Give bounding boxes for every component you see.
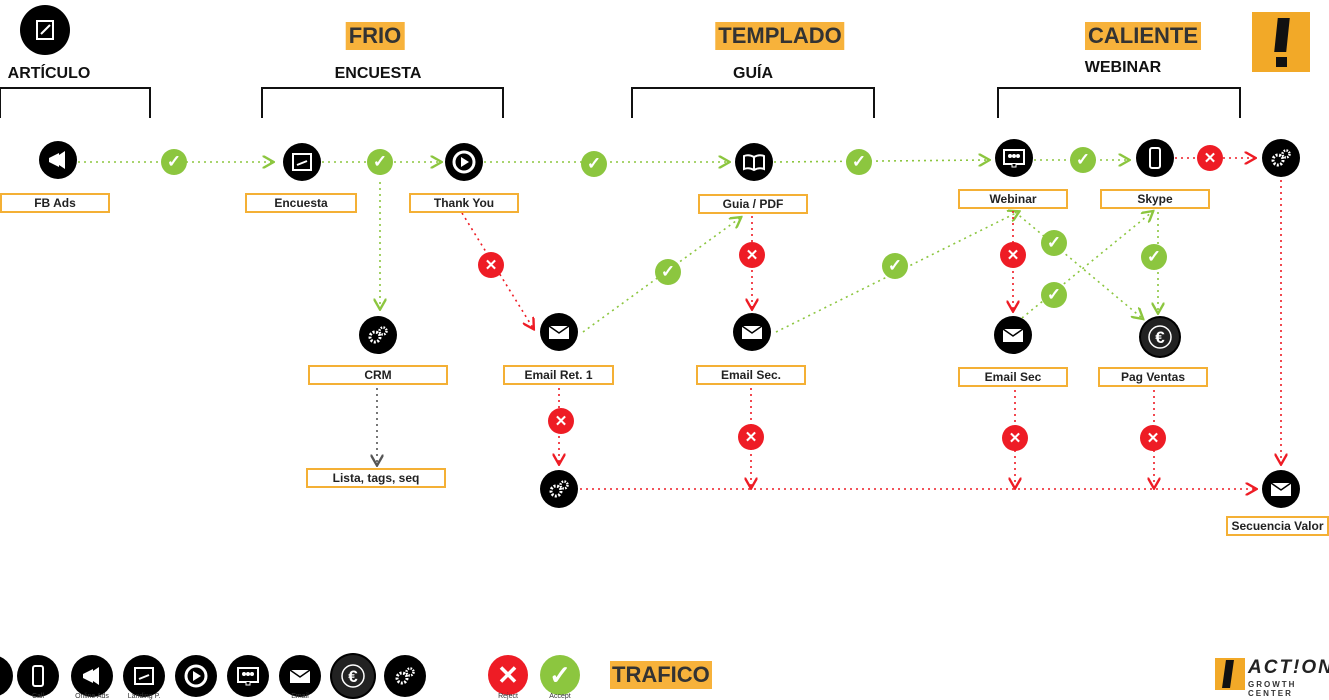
node-label[interactable]: Skype	[1100, 189, 1210, 209]
legend-label: Online Ads	[75, 693, 109, 700]
node-label[interactable]: FB Ads	[0, 193, 110, 213]
connector-arrow	[773, 160, 988, 162]
reject-icon: ✕	[1197, 145, 1223, 171]
node-label[interactable]: Email Sec	[958, 367, 1068, 387]
euro-icon[interactable]: €	[1141, 318, 1179, 356]
reject-icon: ✕	[1002, 425, 1028, 451]
gears-icon[interactable]	[1262, 139, 1300, 177]
footer-logo-subtext: GROWTH CENTER	[1248, 680, 1297, 698]
legend-traffic: TRAFICO	[610, 661, 712, 689]
legend-euro-icon: €	[332, 655, 374, 697]
legend-accept-icon: ✓	[540, 655, 580, 695]
footer-logo-mark	[1215, 658, 1245, 690]
stage-caliente: CALIENTE	[1085, 22, 1201, 50]
section-bracket	[0, 87, 151, 118]
node-label[interactable]: Thank You	[409, 193, 519, 213]
book-icon[interactable]	[735, 143, 773, 181]
legend-accept-label: Accept	[549, 693, 571, 700]
node-label[interactable]: Pag Ventas	[1098, 367, 1208, 387]
gears-icon[interactable]	[359, 316, 397, 354]
email-icon[interactable]	[733, 313, 771, 351]
accept-icon: ✓	[367, 149, 393, 175]
accept-icon: ✓	[655, 259, 681, 285]
accept-icon: ✓	[1041, 230, 1067, 256]
accept-icon: ✓	[1070, 147, 1096, 173]
accept-icon: ✓	[161, 149, 187, 175]
reject-icon: ✕	[478, 252, 504, 278]
article-icon	[20, 5, 70, 55]
accept-icon: ✓	[846, 149, 872, 175]
node-label[interactable]: CRM	[308, 365, 448, 385]
gears-icon[interactable]	[540, 470, 578, 508]
node-label[interactable]: Email Sec.	[696, 365, 806, 385]
legend-reject-label: Reject	[498, 693, 518, 700]
reject-icon: ✕	[1140, 425, 1166, 451]
legend-reject-icon: ✕	[488, 655, 528, 695]
legend-pdf-icon	[0, 655, 13, 697]
node-label[interactable]: Webinar	[958, 189, 1068, 209]
legend-label: Email	[291, 693, 309, 700]
section-bracket	[631, 87, 875, 118]
logo-exclamation-icon	[1252, 12, 1310, 72]
webinar-screen-icon[interactable]	[995, 139, 1033, 177]
email-icon[interactable]	[1262, 470, 1300, 508]
legend-phone-icon	[17, 655, 59, 697]
reject-icon: ✕	[1000, 242, 1026, 268]
phone-icon[interactable]	[1136, 139, 1174, 177]
legend-label: Call	[31, 693, 45, 700]
section-bracket	[261, 87, 504, 118]
node-label[interactable]: Lista, tags, seq	[306, 468, 446, 488]
connector-arrow	[1014, 211, 1142, 318]
reject-icon: ✕	[548, 408, 574, 434]
legend-megaphone-icon	[71, 655, 113, 697]
reject-icon: ✕	[738, 424, 764, 450]
legend-label: Landing P.	[127, 693, 161, 700]
accept-icon: ✓	[1141, 244, 1167, 270]
legend-play-icon	[175, 655, 217, 697]
section-guia: GUÍA	[733, 65, 773, 82]
legend-landing-page-icon	[123, 655, 165, 697]
stage-templado: TEMPLADO	[715, 22, 845, 50]
reject-icon: ✕	[739, 242, 765, 268]
section-webinar: WEBINAR	[1084, 59, 1162, 76]
node-label[interactable]: Email Ret. 1	[503, 365, 614, 385]
stage-frio: FRIO	[345, 22, 405, 50]
accept-icon: ✓	[581, 151, 607, 177]
svg-text:€: €	[1155, 328, 1165, 347]
email-icon[interactable]	[994, 316, 1032, 354]
connector-arrow	[1021, 212, 1152, 319]
legend-gears-icon	[384, 655, 426, 697]
node-label[interactable]: Encuesta	[245, 193, 357, 213]
accept-icon: ✓	[882, 253, 908, 279]
svg-text:€: €	[348, 667, 358, 686]
legend-email-icon	[279, 655, 321, 697]
section-encuesta: ENCUESTA	[334, 65, 422, 82]
footer-logo-text: ACT!ON	[1248, 657, 1329, 678]
section-bracket	[997, 87, 1241, 118]
landing-page-icon[interactable]	[283, 143, 321, 181]
play-icon[interactable]	[445, 143, 483, 181]
node-label[interactable]: Guia / PDF	[698, 194, 808, 214]
node-label[interactable]: Secuencia Valor	[1226, 516, 1329, 536]
legend-webinar-screen-icon	[227, 655, 269, 697]
accept-icon: ✓	[1041, 282, 1067, 308]
section-articulo: ARTÍCULO	[7, 65, 91, 82]
megaphone-icon[interactable]	[39, 141, 77, 179]
email-icon[interactable]	[540, 313, 578, 351]
